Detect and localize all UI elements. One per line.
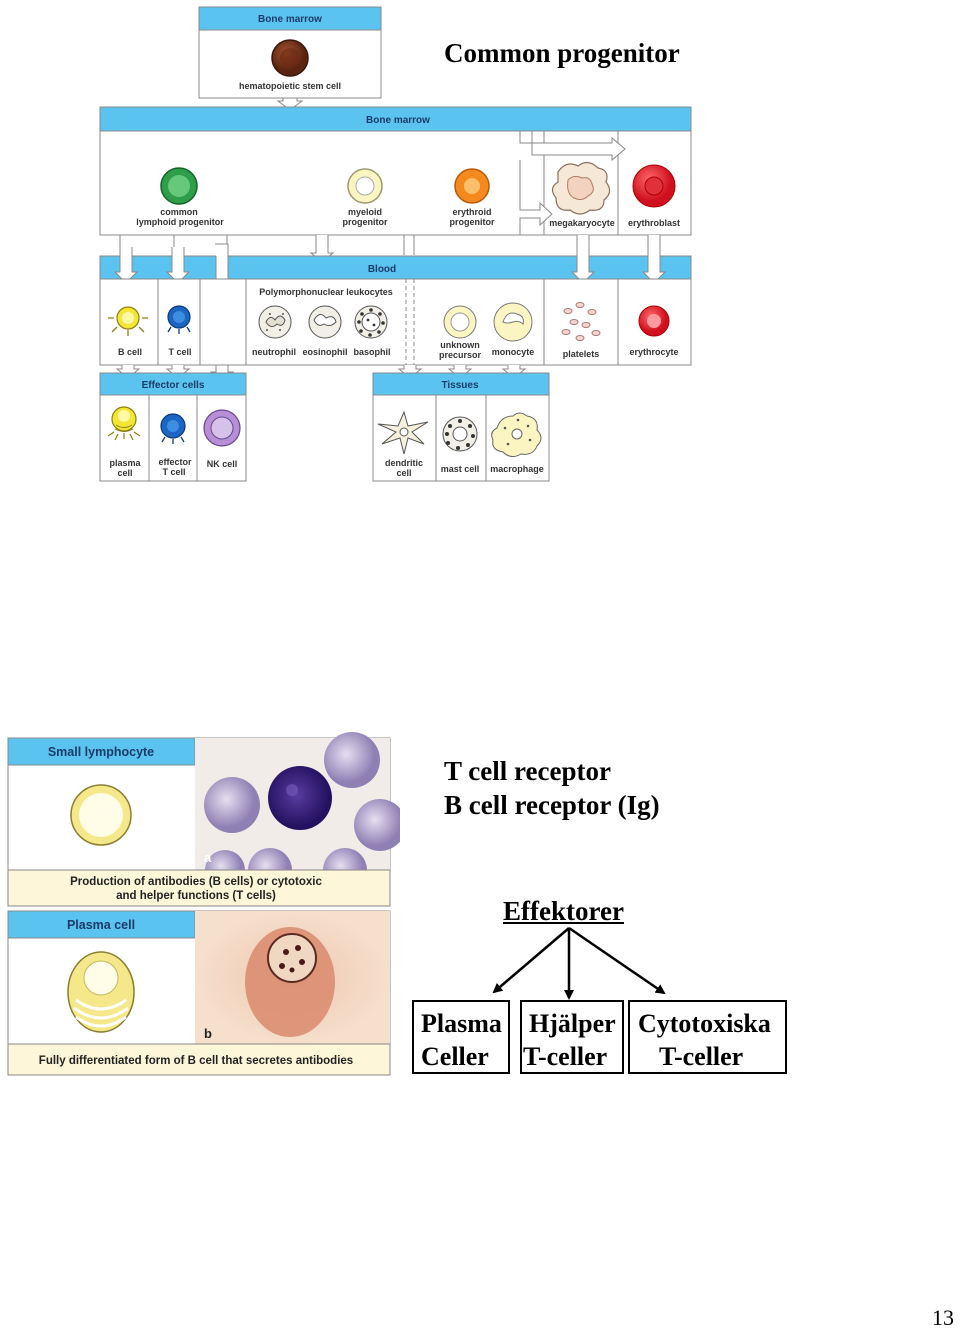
erythroid-progenitor: erythroid progenitor (450, 168, 495, 227)
neutrophil: neutrophil (252, 305, 296, 357)
basophil: basophil (353, 305, 391, 357)
caption-b-band (7, 1043, 391, 1076)
label-b: b (204, 1026, 212, 1041)
mast-cell: mast cell (441, 416, 480, 474)
megakaryocyte: megakaryocyte (549, 161, 615, 228)
plasma-cell-small: plasma cell (107, 406, 141, 478)
effector-t-label-1: effector (158, 457, 192, 467)
cytotoxic-box-line2: T-celler (659, 1042, 744, 1071)
small-lymphocyte-band (7, 737, 196, 766)
helper-box-line2: T-celler (523, 1042, 608, 1071)
platelets: platelets (561, 302, 601, 359)
dendritic-label-2: cell (396, 468, 411, 478)
lymphocyte-panel: Small lymphocyte a Production of antibod… (7, 732, 400, 1076)
nk-cell-label: NK cell (207, 459, 238, 469)
plasma-celler-box: Plasma Celler (412, 1000, 510, 1074)
erythrocyte: erythrocyte (629, 305, 679, 357)
effector-t-cell: effector T cell (158, 413, 192, 477)
page-number: 13 (932, 1305, 954, 1330)
unknown-label-1: unknown (440, 340, 480, 350)
blood-band-label: Blood (368, 264, 396, 275)
plasma-small-label-2: cell (117, 468, 132, 478)
connector-lymphoid (119, 235, 228, 248)
plasma-box-line2: Celler (421, 1042, 489, 1071)
plasma-small-label-1: plasma (109, 458, 141, 468)
caption-b: Fully differentiated form of B cell that… (39, 1055, 353, 1067)
platelets-label: platelets (563, 349, 600, 359)
unknown-label-2: precursor (439, 350, 482, 360)
effektorer-heading: Effektorer (503, 896, 624, 926)
arrow-stem-down (276, 97, 304, 111)
erythroblast-label: erythroblast (628, 218, 680, 228)
connector-myeloid-right (403, 235, 415, 255)
cytotoxic-box-line1: Cytotoxiska (638, 1009, 771, 1038)
t-cell-label: T cell (168, 347, 191, 357)
caption-a-line2: and helper functions (T cells) (116, 890, 276, 902)
macrophage-label: macrophage (490, 464, 544, 474)
t-cell: T cell (167, 305, 192, 357)
bcr-title: B cell receptor (Ig) (444, 790, 660, 820)
stem-cell-label: hematopoietic stem cell (239, 81, 341, 91)
myeloid-progenitor: myeloid progenitor (343, 168, 388, 227)
arrow-to-plasma (492, 927, 570, 994)
plasma-box-line1: Plasma (421, 1009, 502, 1038)
eosinophil-label: eosinophil (303, 347, 348, 357)
tcr-title: T cell receptor (444, 756, 611, 786)
ep-label-2: progenitor (450, 217, 495, 227)
cytotoxiska-t-celler-box: Cytotoxiska T-celler (628, 1000, 787, 1074)
pmn-header: Polymorphonuclear leukocytes (259, 287, 393, 297)
erythrocyte-label: erythrocyte (629, 347, 678, 357)
basophil-label: basophil (353, 347, 390, 357)
clp-label-2: lymphoid progenitor (136, 217, 224, 227)
effector-t-label-2: T cell (162, 467, 185, 477)
ep-label-1: erythroid (452, 207, 491, 217)
micrograph-plasma-cell (195, 911, 390, 1044)
macrophage: macrophage (490, 412, 544, 474)
arrow-to-cytotoxic (568, 926, 666, 995)
mast-cell-label: mast cell (441, 464, 480, 474)
bone-marrow-header-band (198, 6, 382, 31)
effector-cells-label: Effector cells (142, 380, 205, 391)
hematopoiesis-diagram: Bone marrow hematopoietic stem cell Bone… (99, 6, 692, 482)
b-cell-label: B cell (118, 347, 142, 357)
clp-label-1: common (160, 207, 198, 217)
small-lymphocyte-icon (70, 784, 132, 846)
common-lymphoid-progenitor: common lymphoid progenitor (136, 167, 224, 227)
erythroblast: erythroblast (628, 164, 680, 228)
dendritic-cell: dendritic cell (377, 410, 429, 478)
bone-marrow-band-label: Bone marrow (366, 115, 430, 126)
tissues-label: Tissues (441, 380, 478, 391)
megakaryocyte-label: megakaryocyte (549, 218, 615, 228)
dendritic-label-1: dendritic (385, 458, 423, 468)
plasma-cell-label: Plasma cell (67, 918, 135, 932)
stem-cell-box: Bone marrow hematopoietic stem cell (198, 6, 382, 99)
bone-marrow-header-label: Bone marrow (258, 14, 322, 25)
neutrophil-label: neutrophil (252, 347, 296, 357)
effektorer-arrows (492, 926, 666, 1000)
plasma-cell-icon (67, 951, 135, 1033)
eosinophil: eosinophil (303, 305, 348, 357)
hjalper-t-celler-box: Hjälper T-celler (520, 1000, 624, 1074)
helper-box-line1: Hjälper (529, 1009, 616, 1038)
arrow-to-megakaryocyte (519, 160, 553, 235)
common-progenitor-title: Common progenitor (444, 38, 680, 68)
mp-label-1: myeloid (348, 207, 382, 217)
arrow-to-erythroblast (519, 130, 626, 162)
mp-label-2: progenitor (343, 217, 388, 227)
label-a: a (204, 850, 212, 865)
monocyte: monocyte (492, 302, 535, 357)
caption-a-line1: Production of antibodies (B cells) or cy… (70, 876, 322, 888)
nk-cell: NK cell (203, 409, 241, 469)
small-lymphocyte-label: Small lymphocyte (48, 745, 154, 759)
unknown-precursor: unknown precursor (439, 305, 482, 360)
monocyte-label: monocyte (492, 347, 535, 357)
caption-a-band (7, 869, 391, 907)
b-cell: B cell (108, 306, 148, 357)
micrograph-lymphocyte (195, 732, 400, 892)
